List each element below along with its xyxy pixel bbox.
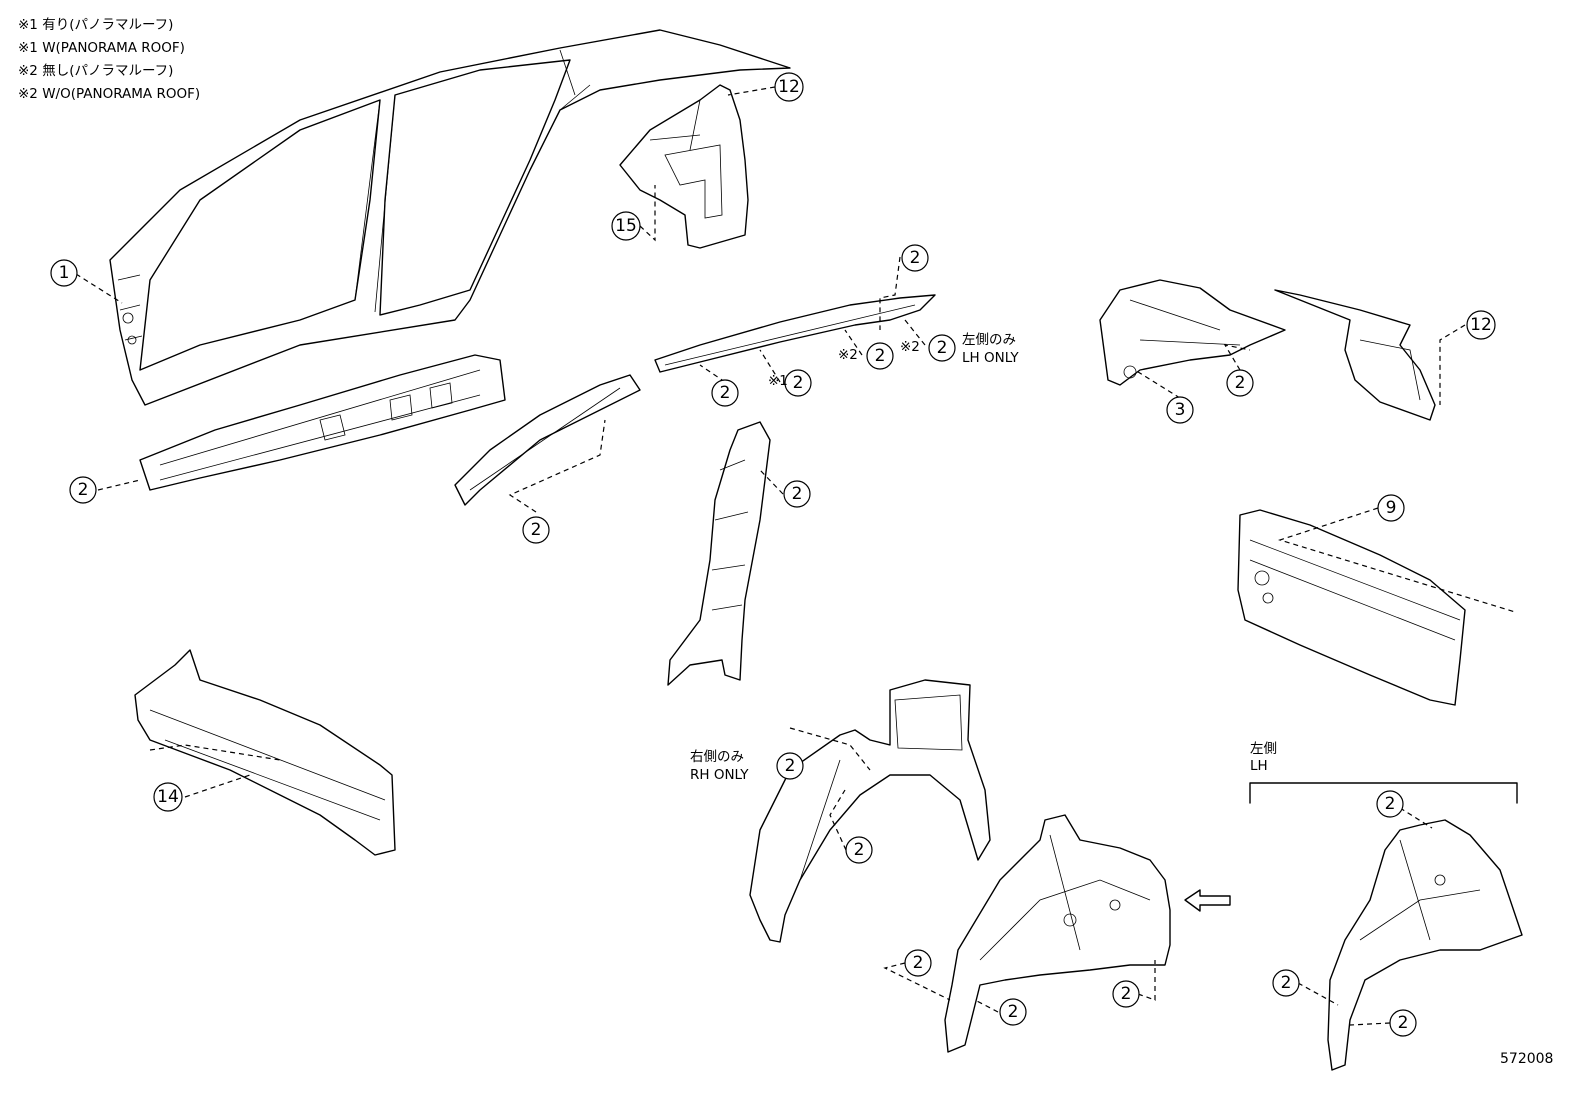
callout-2-rh-lower-a: 2 [904,949,932,977]
callout-12-top: 12 [774,72,804,102]
svg-text:2: 2 [785,756,796,776]
svg-text:2: 2 [937,338,948,358]
callout-9: 9 [1377,494,1405,522]
callout-2-rocker: 2 [69,476,97,504]
callout-2-a-pillar: 2 [522,516,550,544]
lh-bracket [1249,782,1518,804]
cowl-panel-part [134,649,396,856]
svg-text:9: 9 [1386,498,1397,518]
svg-text:2: 2 [913,953,924,973]
roof-side-rail-part [654,294,936,373]
callout-2-wheel-house: 2 [845,836,873,864]
callout-2-rh-only: 2 [776,752,804,780]
rear-pillar-inner-part [1099,279,1286,386]
svg-text:1: 1 [59,263,70,283]
callout-2-top: 2 [901,244,929,272]
mark2-label-a: ※2 [838,347,858,363]
leader-lines [75,86,1516,1026]
legend-line-1: ※1 有り(パノラマルーフ) [18,17,174,33]
lh-only-en: LH ONLY [962,350,1019,366]
callout-2-center-pillar: 2 [783,480,811,508]
callout-3: 3 [1166,396,1194,424]
svg-text:2: 2 [1281,973,1292,993]
svg-text:2: 2 [793,373,804,393]
callout-2-roof-rail: 2 [711,379,739,407]
callout-2-lh-top: 2 [1376,790,1404,818]
callout-15: 15 [611,211,641,241]
svg-text:2: 2 [875,346,886,366]
quarter-inner-upper-part [619,84,749,249]
front-pillar-upper-part [454,374,641,506]
svg-text:2: 2 [792,484,803,504]
legend: ※1 有り(パノラマルーフ) ※1 W(PANORAMA ROOF) ※2 無し… [18,14,200,106]
view-direction-arrow [1184,889,1231,912]
svg-text:2: 2 [78,480,89,500]
lh-jp: 左側 [1250,741,1277,757]
callout-2-rh-lower-c: 2 [1112,980,1140,1008]
lh-en: LH [1250,758,1268,774]
svg-text:15: 15 [615,216,637,236]
rear-wheel-house-outer-part [749,679,991,943]
rh-only-jp: 右側のみ [690,749,744,765]
callout-2-mark1: 2 [784,369,812,397]
quarter-panel-inner-upper-part [1274,289,1436,421]
svg-text:2: 2 [531,520,542,540]
svg-text:12: 12 [778,77,800,97]
mark2-label-b: ※2 [900,339,920,355]
side-outer-panel-part [109,29,791,406]
rh-only-en: RH ONLY [690,767,749,783]
center-pillar-part [667,421,771,686]
svg-text:2: 2 [1008,1002,1019,1022]
callout-2-lh-bottom: 2 [1389,1009,1417,1037]
figure-number: 572008 [1500,1051,1554,1067]
svg-text:2: 2 [720,383,731,403]
callout-2-mark2-a: 2 [866,342,894,370]
svg-text:2: 2 [910,248,921,268]
rear-wheel-house-inner-lh-part [1327,819,1523,1071]
callout-2-rh-lower-b: 2 [999,998,1027,1026]
svg-text:2: 2 [1235,373,1246,393]
lh-only-jp: 左側のみ [962,332,1016,348]
callout-2-mark2-b: 2 [928,334,956,362]
svg-text:14: 14 [157,787,179,807]
rear-wheel-house-inner-rh-part [944,814,1171,1053]
back-panel-part [1237,509,1466,706]
svg-text:2: 2 [1121,984,1132,1004]
svg-text:2: 2 [854,840,865,860]
svg-text:2: 2 [1385,794,1396,814]
callout-14: 14 [153,782,183,812]
svg-text:2: 2 [1398,1013,1409,1033]
mark1-label: ※1 [768,373,788,389]
callout-1: 1 [50,259,78,287]
legend-line-4: ※2 W/O(PANORAMA ROOF) [18,86,201,102]
svg-text:12: 12 [1470,315,1492,335]
callout-2-rear-pillar: 2 [1226,369,1254,397]
callout-12-right: 12 [1466,310,1496,340]
rocker-inner-part [139,354,506,491]
legend-line-3: ※2 無し(パノラマルーフ) [18,63,174,79]
svg-text:3: 3 [1175,400,1186,420]
callout-2-lh-left: 2 [1272,969,1300,997]
legend-line-2: ※1 W(PANORAMA ROOF) [18,40,185,56]
